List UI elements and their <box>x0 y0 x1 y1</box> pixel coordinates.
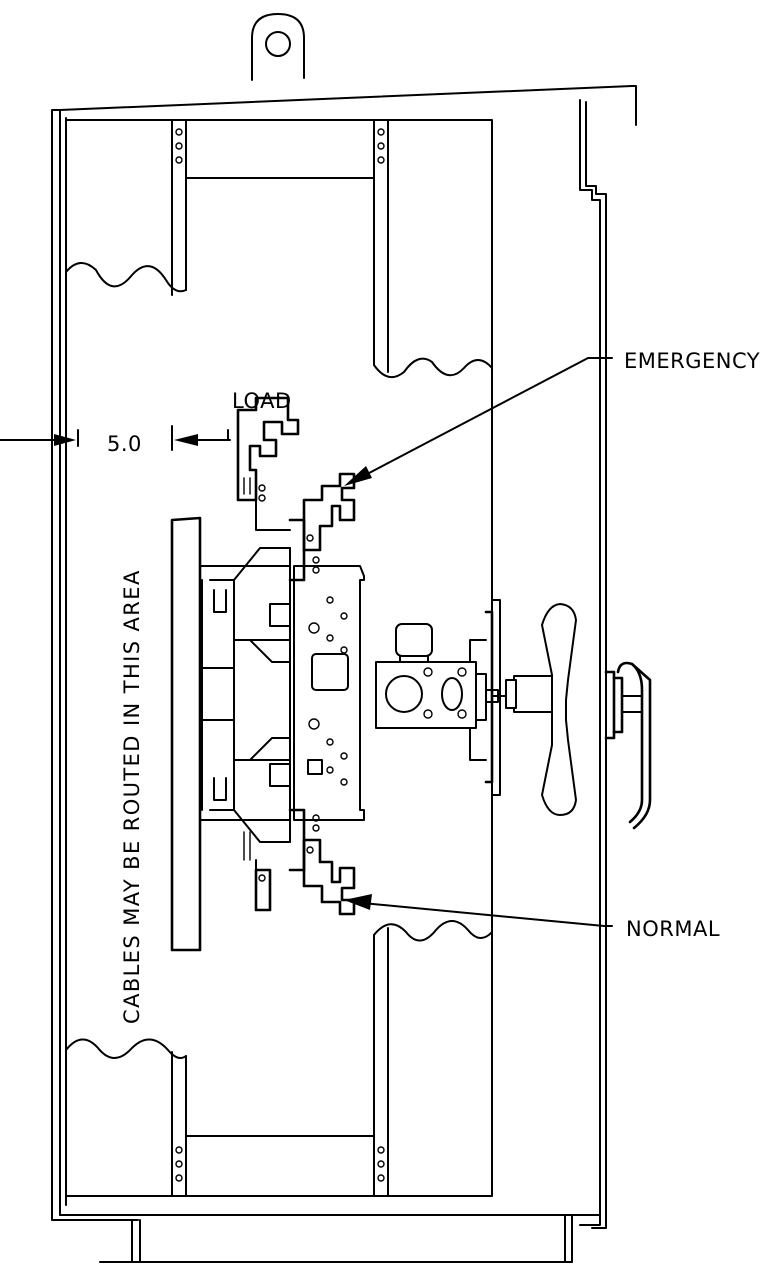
cable-routing-note: CABLES MAY BE ROUTED IN THIS AREA <box>120 569 144 1024</box>
upper-lugs <box>236 396 356 574</box>
dimension-value-label: 5.0 <box>107 432 142 456</box>
emergency-leader <box>344 357 613 486</box>
switch-body <box>170 516 306 952</box>
mounting-rails-top <box>65 119 493 379</box>
mechanism-plate <box>293 565 365 821</box>
enclosure-shell <box>51 85 637 1263</box>
lifting-lug <box>251 13 305 81</box>
normal-leader <box>344 894 613 927</box>
door-handle <box>604 661 652 830</box>
emergency-label: EMERGENCY <box>624 349 760 373</box>
mounting-rails-bottom <box>65 920 493 1197</box>
load-label: LOAD <box>232 389 292 413</box>
solenoid-linkage <box>375 623 499 729</box>
lower-lugs <box>243 814 356 916</box>
normal-label: NORMAL <box>626 917 720 941</box>
operator-handle <box>469 599 577 816</box>
dimension-5-0 <box>0 425 231 451</box>
